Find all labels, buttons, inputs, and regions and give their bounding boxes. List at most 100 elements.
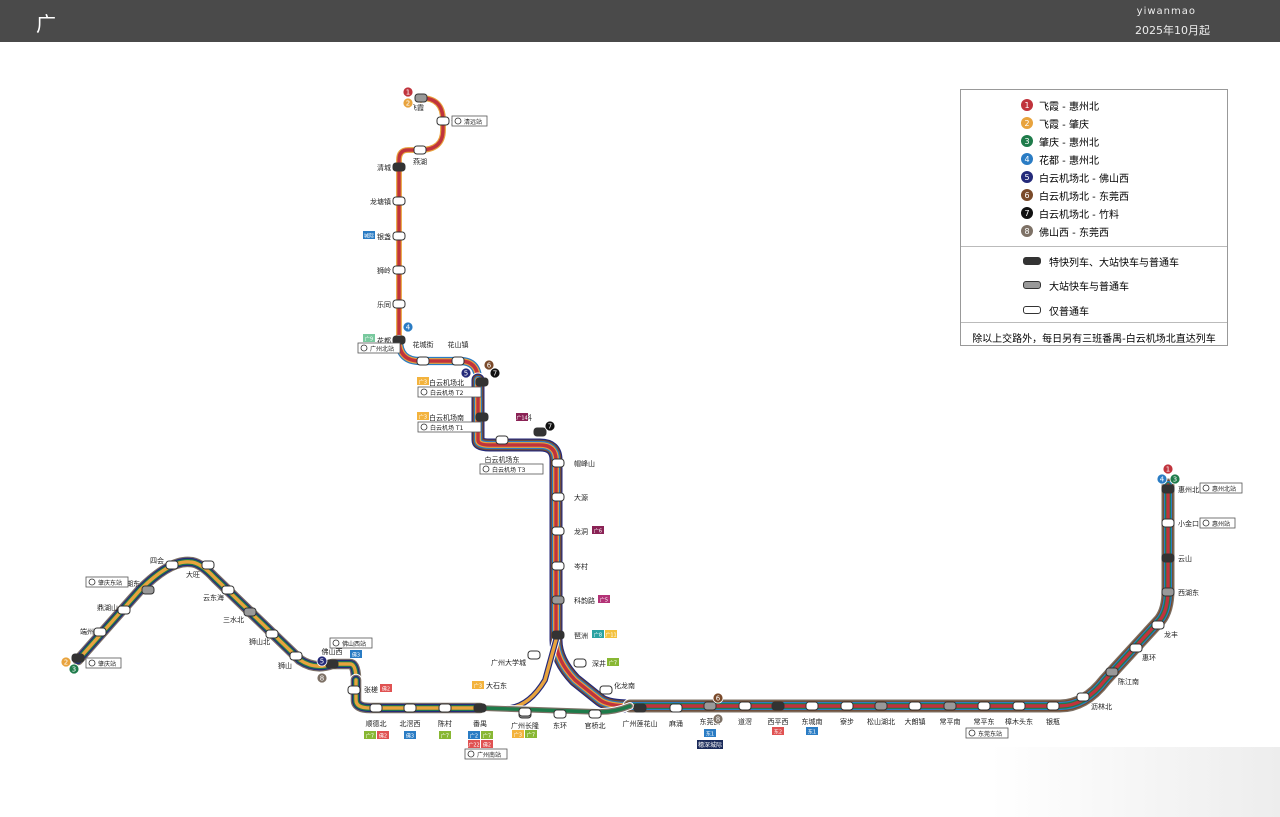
- station-label-zhangmutou: 樟木头东: [1005, 717, 1033, 726]
- line-badge-num: 7: [493, 370, 497, 378]
- rail-tag-label: 白云机场 T2: [430, 389, 464, 397]
- station-label-dinghudong: 鼎湖东: [119, 579, 140, 588]
- station-marker-cencun: [551, 561, 565, 571]
- station-marker-changpingdong: [977, 701, 991, 711]
- station-label-hualongnan: 化龙南: [614, 681, 635, 690]
- date-label: 2025年10月起: [1135, 24, 1210, 37]
- station-marker-gzdaxuecheng: [527, 650, 541, 660]
- station-marker-changpingnan: [943, 701, 957, 711]
- transfer-tag-label: 佛2: [382, 686, 390, 693]
- line-badge-circle: [1162, 463, 1174, 475]
- transfer-tag: 广22: [468, 740, 480, 749]
- line-badge-icon: 5: [1021, 171, 1033, 183]
- transfer-tag-box: [806, 727, 818, 735]
- route-line: [397, 338, 480, 382]
- line-badge-icon: 2: [1021, 117, 1033, 129]
- station-label-songshanhu_n: 松山湖北: [867, 717, 895, 726]
- route-line-casing: [395, 94, 447, 344]
- station-label-cencun: 岑村: [574, 562, 588, 571]
- line-badge-icon: 6: [1021, 189, 1033, 201]
- station-marker-xihudong: [1161, 587, 1175, 597]
- line-badge-icon: 6: [483, 359, 495, 371]
- station-marker-dongchengnan: [805, 701, 819, 711]
- station-marker-zhuliao: [533, 427, 547, 437]
- station-marker-qingcheng: [392, 162, 406, 172]
- rail-tag-box: [417, 421, 482, 433]
- station-marker-gz_changlong: [518, 707, 532, 717]
- station-label-maofengshan: 帽峰山: [574, 459, 595, 468]
- legend-line-label: 肇庆 - 惠州北: [1039, 137, 1099, 149]
- line-badge-circle: [402, 97, 414, 109]
- line-badge-num: 6: [716, 695, 721, 703]
- line-badge-num: 3: [72, 666, 76, 674]
- transfer-tag: 广5: [598, 595, 610, 604]
- transfer-tag-box: [607, 658, 619, 666]
- station-marker-dalangzhen: [908, 701, 922, 711]
- line-badge-icon: 1: [1021, 99, 1033, 111]
- station-marker-donghuan: [553, 709, 567, 719]
- transfer-tag-box: [364, 731, 376, 739]
- line-badge-icon: 7: [489, 367, 501, 379]
- line-badge-icon: 8: [1021, 225, 1033, 237]
- transfer-tag: 广14: [516, 413, 528, 422]
- transfer-tag-label: 广3: [419, 414, 427, 421]
- station-marker-lilinbei: [1076, 692, 1090, 702]
- station-marker-huachengjie: [416, 356, 430, 366]
- station-label-matong: 麻涌: [669, 719, 683, 728]
- rail-station-tag: 白云机场 T3: [479, 463, 544, 475]
- line-badge-circle: [1169, 473, 1181, 485]
- station-label-huachengjie: 花城街: [413, 340, 434, 349]
- line-badge-icon: 1: [402, 86, 414, 98]
- rail-icon: [420, 388, 428, 396]
- transfer-tag: 佛3: [404, 731, 416, 740]
- rail-icon: [1202, 484, 1210, 492]
- station-marker-chencun: [438, 703, 452, 713]
- line-badge-icon: 2: [60, 656, 72, 668]
- watermark: [990, 747, 1280, 817]
- station-label-keyunlu: 科韵路: [574, 596, 595, 605]
- station-label-foshanxi: 佛山西: [322, 647, 343, 656]
- rail-tag-label: 东莞东站: [978, 730, 1002, 738]
- transfer-tag: 东1: [704, 729, 716, 738]
- station-label-dawang: 大旺: [186, 570, 200, 579]
- transfer-tag: 广6: [592, 526, 604, 535]
- transfer-tag-box: [772, 727, 784, 735]
- legend-line-label: 飞霞 - 惠州北: [1039, 101, 1099, 113]
- rail-tag-label: 惠州北站: [1212, 485, 1236, 493]
- rail-icon: [454, 117, 462, 125]
- line-badge-circle: [68, 663, 80, 675]
- transfer-tag-box: [605, 630, 617, 638]
- line-badge-icon: 1: [1162, 463, 1174, 475]
- station-label-shishan: 狮山: [278, 661, 292, 670]
- station-label-dongguan_west: 东莞西: [700, 717, 721, 726]
- rail-icon: [1202, 519, 1210, 527]
- station-marker-sihui: [165, 560, 179, 570]
- transfer-tag-box: [472, 681, 484, 689]
- legend-service-label: 仅普通车: [1049, 306, 1089, 318]
- rail-icon: [467, 750, 475, 758]
- route-line: [624, 479, 1174, 712]
- station-marker-zhangmutou: [1012, 701, 1026, 711]
- transfer-tag-label: 东1: [706, 731, 714, 738]
- transfer-tag-label: 广7: [366, 733, 374, 740]
- station-label-longtang: 龙塘镇: [370, 197, 391, 206]
- station-label-yinping: 银瓶: [1046, 717, 1060, 726]
- transfer-tag-box: [350, 650, 362, 658]
- station-label-sihui: 四会: [150, 556, 164, 565]
- legend-line-label: 花都 - 惠州北: [1039, 155, 1099, 167]
- line-badge-num: 4: [406, 324, 411, 332]
- station-label-longdong: 龙洞: [574, 527, 588, 536]
- transfer-tag-label: 东2: [774, 729, 782, 736]
- transfer-tag-label: 佛2: [483, 742, 491, 749]
- transfer-tag-box: [525, 730, 537, 738]
- station-label-changpingdong: 常平东: [974, 717, 995, 726]
- station-label-chencun: 陈村: [438, 719, 452, 728]
- station-label-dayuan: 大源: [574, 493, 588, 502]
- legend-note: 除以上交路外，每日另有三班番禺-白云机场北直达列车: [972, 334, 1216, 345]
- route-line: [623, 478, 1175, 713]
- station-marker-huizhoubei: [1161, 484, 1175, 494]
- station-label-liaobu: 寮步: [840, 717, 854, 726]
- transfer-tag-label: 广7: [483, 733, 491, 740]
